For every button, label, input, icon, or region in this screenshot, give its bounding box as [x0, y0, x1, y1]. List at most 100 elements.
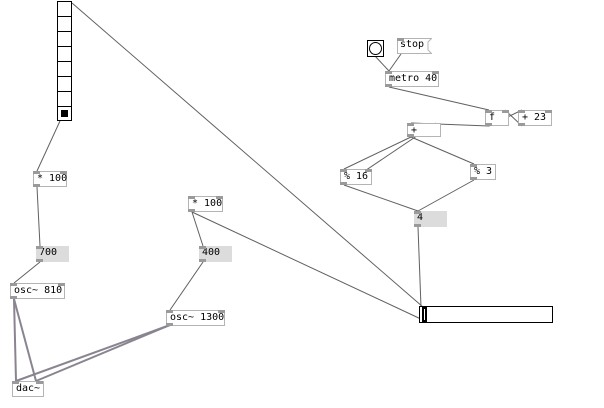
inlet — [218, 310, 225, 313]
radio-cell[interactable] — [58, 47, 71, 62]
vertical-radio[interactable] — [57, 1, 72, 121]
inlet — [432, 71, 439, 74]
dac-object[interactable]: dac~ — [12, 381, 44, 397]
mod3-label: % 3 — [474, 166, 493, 177]
outlet — [33, 184, 40, 187]
freq-mid-value: 400 — [202, 247, 221, 258]
inlet — [397, 38, 404, 41]
radio-cell[interactable] — [58, 77, 71, 92]
inlet — [385, 71, 392, 74]
inlet — [33, 171, 40, 174]
sum-number-atom[interactable]: 4 — [414, 211, 447, 227]
outlet — [385, 84, 392, 87]
inlet — [58, 283, 65, 286]
inlet — [365, 169, 372, 172]
stop-message-label: stop — [400, 39, 425, 50]
wire-radio-to-slider — [71, 2, 424, 308]
plus-object[interactable]: + — [407, 123, 441, 137]
float-label: f — [489, 112, 496, 123]
osc-left-object[interactable]: osc~ 810 — [10, 283, 65, 299]
wire-plus-to-mod16 — [343, 136, 412, 170]
slider-knob[interactable] — [422, 307, 427, 322]
wire-osc810-to-dac-left — [13, 298, 17, 382]
wire-atom700-to-osc810 — [13, 261, 41, 284]
outlet — [199, 259, 206, 262]
number-box-outline — [199, 246, 232, 262]
freq-left-value: 700 — [39, 247, 58, 258]
bang-circle-icon — [369, 42, 382, 55]
metro-label: metro 40 — [389, 73, 438, 84]
outlet — [470, 177, 477, 180]
radio-cell[interactable] — [58, 62, 71, 77]
wire-mul100mid-to-atom400 — [191, 211, 204, 247]
radio-cell-selected[interactable] — [58, 107, 71, 122]
radio-cell[interactable] — [58, 17, 71, 32]
inlet — [414, 211, 421, 214]
message-box-outline — [397, 38, 432, 54]
radio-cell[interactable] — [58, 2, 71, 17]
wire-mul100-to-atom700 — [36, 186, 41, 247]
freq-left-number-atom[interactable]: 700 — [36, 246, 69, 262]
radio-cell[interactable] — [58, 92, 71, 107]
horizontal-slider[interactable] — [419, 306, 553, 323]
wire-mul100mid-to-slider — [191, 211, 424, 321]
number-box-outline — [36, 246, 69, 262]
wire-sum-to-slider — [417, 226, 422, 308]
bang-button[interactable] — [367, 40, 384, 57]
inlet — [545, 110, 552, 113]
wire-stop-to-metro — [388, 53, 402, 72]
mul100-left-object[interactable]: * 100 — [33, 171, 67, 187]
inlet — [216, 196, 223, 199]
inlet — [10, 283, 17, 286]
float-object[interactable]: f — [485, 110, 509, 126]
number-box-outline — [414, 211, 447, 227]
outlet — [407, 134, 414, 137]
stop-message[interactable]: stop — [397, 38, 432, 54]
inlet — [199, 246, 206, 249]
outlet — [188, 209, 195, 212]
wire-plus-to-mod3 — [410, 136, 475, 165]
inlet — [502, 110, 509, 113]
mul100-left-label: * 100 — [37, 173, 68, 184]
wire-osc1300-to-dac-right — [35, 324, 171, 382]
wire-atom400-to-osc1300 — [169, 261, 204, 311]
outlet — [166, 323, 173, 326]
mul100-mid-object[interactable]: * 100 — [188, 196, 223, 212]
osc-left-label: osc~ 810 — [14, 285, 63, 296]
freq-mid-number-atom[interactable]: 400 — [199, 246, 232, 262]
inlet — [188, 196, 195, 199]
radio-cell[interactable] — [58, 32, 71, 47]
mod16-object[interactable]: % 16 — [340, 169, 372, 185]
wire-bang-to-metro — [374, 55, 390, 72]
mul100-mid-label: * 100 — [192, 198, 223, 209]
inlet — [470, 164, 477, 167]
outlet — [485, 123, 492, 126]
wire-mod16-to-sum — [343, 184, 419, 212]
metro-object[interactable]: metro 40 — [385, 71, 439, 87]
wire-osc1300-to-dac-left — [15, 324, 171, 382]
inlet — [36, 246, 43, 249]
mod16-label: % 16 — [344, 171, 369, 182]
outlet — [518, 123, 525, 126]
add23-object[interactable]: + 23 — [518, 110, 552, 126]
osc-right-label: osc~ 1300 — [170, 312, 225, 323]
wire-radio-to-mul100 — [36, 120, 61, 172]
add23-label: + 23 — [522, 112, 547, 123]
outlet — [10, 296, 17, 299]
mod3-object[interactable]: % 3 — [470, 164, 496, 180]
inlet — [518, 110, 525, 113]
osc-right-object[interactable]: osc~ 1300 — [166, 310, 225, 326]
outlet — [340, 182, 347, 185]
inlet — [407, 123, 414, 126]
inlet — [485, 110, 492, 113]
inlet — [166, 310, 173, 313]
sum-value: 4 — [417, 212, 424, 223]
inlet — [12, 381, 19, 384]
dac-label: dac~ — [16, 383, 41, 394]
wire-osc810-to-dac-right — [13, 298, 37, 382]
outlet — [414, 224, 421, 227]
plus-label: + — [411, 125, 418, 136]
inlet — [60, 171, 67, 174]
inlet — [340, 169, 347, 172]
